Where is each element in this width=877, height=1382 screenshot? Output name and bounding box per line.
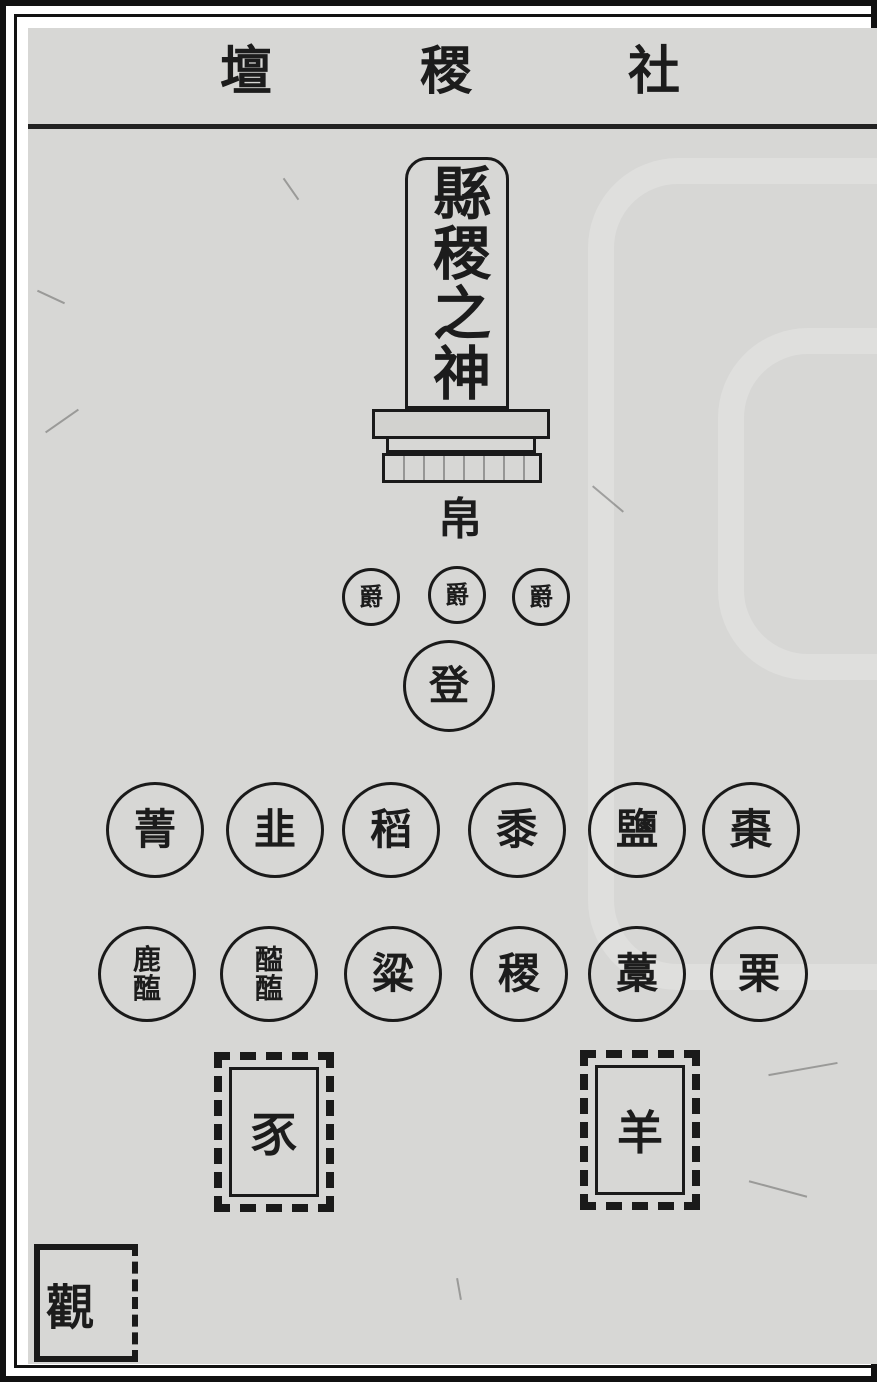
dish-row2-1: 鹿 醢 bbox=[98, 926, 196, 1022]
header-char-3: 社 bbox=[628, 41, 681, 102]
dish-row1-4: 黍 bbox=[468, 782, 566, 878]
wine-cup-left: 爵 bbox=[342, 568, 400, 626]
dish-row1-5: 鹽 bbox=[588, 782, 686, 878]
dish-row2-3: 粱 bbox=[344, 926, 442, 1022]
dish-row1-2: 韭 bbox=[226, 782, 324, 878]
dish-row2-2: 醓 醢 bbox=[220, 926, 318, 1022]
tablet-pedestal-mid bbox=[386, 439, 536, 453]
silk-offering: 帛 bbox=[438, 494, 482, 545]
animal-tray-pig: 豕 bbox=[214, 1052, 334, 1212]
page-paper: 壇 稷 社 縣稷之神 帛 爵 爵 爵 登 菁 韭 稻 黍 鹽 棗 鹿 醢 醓 醢… bbox=[28, 28, 877, 1364]
tablet-inscription: 縣稷之神 bbox=[423, 163, 491, 403]
wine-cup-right: 爵 bbox=[512, 568, 570, 626]
animal-tray-sheep: 羊 bbox=[580, 1050, 700, 1210]
dish-row1-6: 棗 bbox=[702, 782, 800, 878]
paper-speck bbox=[282, 177, 300, 201]
header-char-2: 稷 bbox=[420, 41, 473, 102]
paper-speck bbox=[36, 289, 66, 305]
soup-vessel: 登 bbox=[403, 640, 495, 732]
dish-row1-1: 菁 bbox=[106, 782, 204, 878]
dish-row2-4: 稷 bbox=[470, 926, 568, 1022]
spirit-tablet bbox=[405, 157, 509, 409]
dish-row1-3: 稻 bbox=[342, 782, 440, 878]
tablet-pedestal-top bbox=[372, 409, 550, 439]
tablet-pedestal-base bbox=[382, 453, 542, 483]
paper-speck bbox=[456, 1277, 462, 1301]
paper-speck bbox=[45, 408, 79, 434]
wine-cup-center: 爵 bbox=[428, 566, 486, 624]
paper-speck bbox=[748, 1180, 808, 1198]
header-rule bbox=[28, 124, 877, 129]
header-char-1: 壇 bbox=[220, 41, 273, 102]
watermark-shape bbox=[718, 328, 877, 680]
inner-frame bbox=[14, 14, 877, 1368]
dish-row2-6: 栗 bbox=[710, 926, 808, 1022]
library-stamp: 觀 bbox=[34, 1244, 138, 1362]
dish-row2-5: 藁 bbox=[588, 926, 686, 1022]
paper-speck bbox=[768, 1061, 838, 1077]
